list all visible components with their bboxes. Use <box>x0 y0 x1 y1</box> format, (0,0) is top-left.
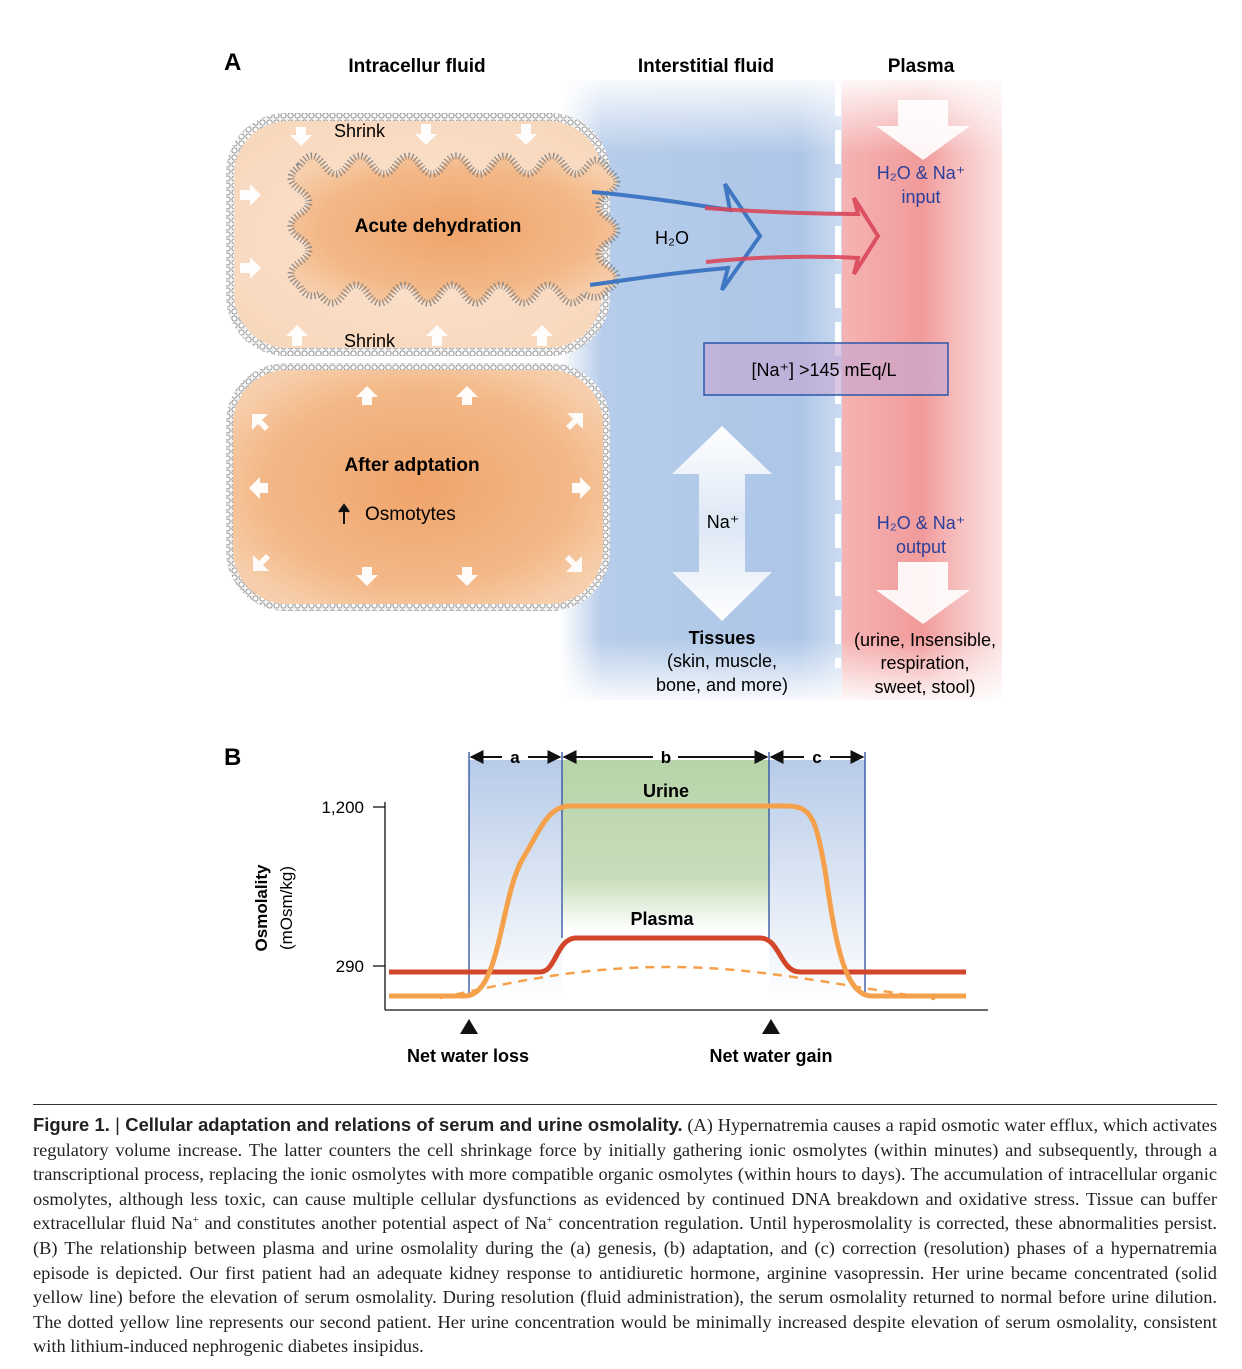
urine-series-label: Urine <box>643 781 689 801</box>
y-axis-unit: (mOsm/kg) <box>277 866 296 950</box>
cell-acute-dehydration: Shrink Acute dehydration Shrink <box>226 113 621 356</box>
cell-after-adaptation: After adptation Osmotytes <box>226 363 610 611</box>
output-label-line2: output <box>896 537 946 557</box>
input-label-line2: input <box>901 187 940 207</box>
h2o-label: H₂O <box>655 228 689 248</box>
shrink-label-bottom: Shrink <box>344 331 396 351</box>
up-arrow-icon <box>338 503 350 524</box>
tissues-title: Tissues <box>689 628 756 648</box>
input-label-line1: H₂O & Na⁺ <box>877 163 966 183</box>
figure-caption: Figure 1. | Cellular adaptation and rela… <box>33 1104 1217 1359</box>
outward-arrow-icon <box>456 386 478 405</box>
net-water-gain-marker-icon <box>762 1019 780 1034</box>
output-detail-line1: (urine, Insensible, <box>854 630 996 650</box>
column-header-intracellular: Intracellur fluid <box>348 56 485 77</box>
figure-canvas: A Intracellur fluid Interstitial fluid P… <box>224 49 1002 1066</box>
caption-text-3: concentration regulation. Until hyperosm… <box>33 1213 1218 1357</box>
output-arrow-icon <box>876 562 970 624</box>
tick-label-1200: 1,200 <box>321 798 364 817</box>
inward-arrow-icon <box>240 257 261 279</box>
caption-sup-2: + <box>546 1214 553 1227</box>
net-water-loss-label: Net water loss <box>407 1046 529 1066</box>
dashed-urine-line <box>439 965 936 1001</box>
outward-arrow-icon <box>572 477 591 499</box>
column-header-interstitial: Interstitial fluid <box>638 56 774 77</box>
inward-arrow-icon <box>240 184 261 206</box>
figure-title: Cellular adaptation and relations of ser… <box>125 1114 683 1135</box>
outward-arrow-icon <box>565 555 582 572</box>
shrink-label-top: Shrink <box>334 121 386 141</box>
acute-dehydration-label: Acute dehydration <box>355 216 522 237</box>
osmotytes-label: Osmotytes <box>365 504 456 525</box>
tissues-line2: bone, and more) <box>656 675 788 695</box>
water-efflux-arrows: H₂O <box>589 182 881 292</box>
phase-c-label: c <box>812 748 821 767</box>
net-water-loss-marker-icon <box>460 1019 478 1034</box>
outward-arrow-icon <box>356 567 378 586</box>
inward-arrow-icon <box>415 124 437 145</box>
phase-a-label: a <box>510 748 520 767</box>
urine-line <box>389 803 966 999</box>
inward-arrow-icon <box>286 325 308 346</box>
outward-arrow-icon <box>566 413 583 430</box>
sodium-threshold-label: [Na⁺] >145 mEq/L <box>751 360 896 380</box>
inward-arrow-icon <box>426 325 448 346</box>
caption-sup-1: + <box>192 1214 199 1227</box>
caption-text-1: (A) Hypernatremia causes a rapid osmotic… <box>33 1115 1217 1234</box>
plasma-line <box>389 935 966 975</box>
panel-a-letter: A <box>224 49 241 76</box>
input-arrow-icon <box>876 100 970 160</box>
output-detail-line3: sweet, stool) <box>874 677 975 697</box>
outward-arrow-icon <box>456 567 478 586</box>
phase-b-band <box>562 760 769 930</box>
tick-label-290: 290 <box>336 957 364 976</box>
output-label-line1: H₂O & Na⁺ <box>877 513 966 533</box>
inward-arrow-icon <box>531 325 553 346</box>
sodium-exchange-arrow-icon <box>672 426 772 621</box>
outward-arrow-icon <box>249 477 268 499</box>
phase-b-label: b <box>661 748 671 767</box>
after-adaptation-label: After adptation <box>344 455 479 476</box>
outward-arrow-icon <box>356 386 378 405</box>
column-header-plasma: Plasma <box>888 56 955 77</box>
inward-arrow-icon <box>290 127 312 146</box>
inward-arrow-icon <box>515 124 537 145</box>
y-axis-label: Osmolality <box>252 864 271 951</box>
figure-label: Figure 1. | <box>33 1114 126 1135</box>
outward-arrow-icon <box>252 414 269 431</box>
sodium-label: Na⁺ <box>707 512 740 532</box>
shrunken-membrane <box>287 152 621 307</box>
outward-arrow-icon <box>253 554 270 571</box>
output-detail-line2: respiration, <box>880 653 969 673</box>
caption-text-2: and constitutes another potential aspect… <box>198 1213 547 1234</box>
net-water-gain-label: Net water gain <box>709 1046 832 1066</box>
plasma-series-label: Plasma <box>630 909 694 929</box>
sodium-threshold-box <box>703 342 949 396</box>
tissues-line1: (skin, muscle, <box>667 651 777 671</box>
panel-b-letter: B <box>224 744 241 771</box>
